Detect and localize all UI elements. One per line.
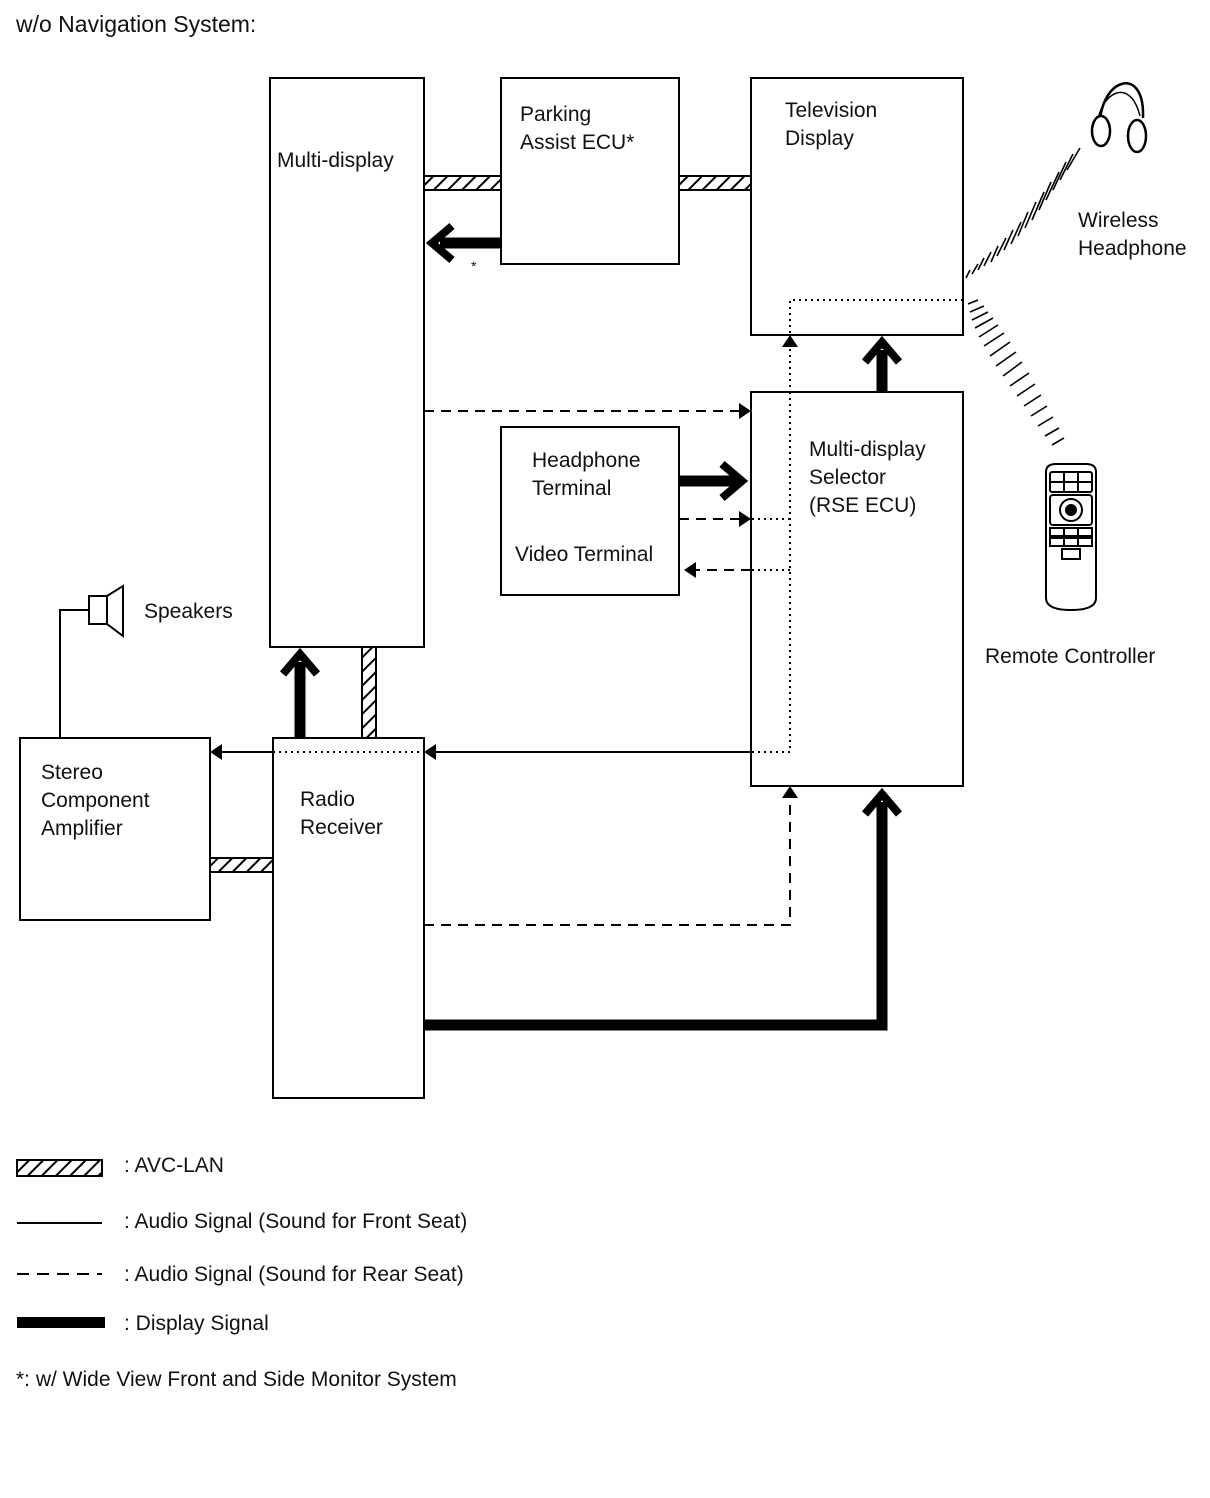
audio-rear-video-terminal-arrowhead — [684, 562, 696, 578]
parking-assist-ecu-label: Parking Assist ECU* — [520, 103, 635, 154]
legend-label-display: : Display Signal — [124, 1312, 269, 1335]
remote-controller-icon — [1045, 463, 1097, 612]
wireless-waves-headphone — [965, 147, 1081, 279]
television-display-box — [750, 77, 964, 336]
avc-lan-bus-parking-tv — [678, 175, 752, 191]
wireless-waves-remote — [967, 299, 1065, 446]
video-terminal-label: Video Terminal — [515, 543, 654, 566]
audio-rear-headphone-arrowhead — [739, 511, 751, 527]
avc-lan-bus-multidisplay-radio — [361, 646, 377, 739]
avc-lan-bus-multidisplay-parking — [423, 175, 502, 191]
audio-rear-selector-tv-arrowhead — [782, 335, 798, 347]
display-signal-radio-to-selector — [424, 802, 888, 1031]
headphone-terminal-label: Headphone Terminal — [532, 449, 641, 500]
audio-rear-multidisplay-arrowhead — [739, 403, 751, 419]
footnote: *: w/ Wide View Front and Side Monitor S… — [16, 1368, 457, 1391]
legend-swatch-display — [17, 1317, 105, 1328]
audio-rear-radio-to-selector — [424, 796, 791, 926]
audio-front-radio-arrowhead — [424, 744, 436, 760]
avc-lan-bus-amplifier-radio — [209, 857, 274, 873]
headphone-icon — [1090, 82, 1148, 154]
legend-label-audio-rear: : Audio Signal (Sound for Rear Seat) — [124, 1263, 464, 1286]
stereo-amplifier-label: Stereo Component Amplifier — [41, 761, 150, 840]
speakers-label: Speakers — [144, 600, 233, 623]
multi-display-selector-label: Multi-display Selector (RSE ECU) — [809, 438, 926, 517]
display-signal-selector-tv-arrowhead — [861, 335, 903, 365]
audio-rear-radio-selector-arrowhead — [782, 786, 798, 798]
display-signal-headphone-arrowhead — [719, 460, 749, 502]
asterisk-mark: * — [471, 258, 477, 274]
radio-receiver-label: Radio Receiver — [300, 788, 383, 839]
multi-display-box — [269, 77, 425, 648]
multi-display-selector-box — [750, 391, 964, 787]
remote-controller-label: Remote Controller — [985, 645, 1156, 668]
page-title: w/o Navigation System: — [16, 11, 257, 37]
internal-route-tv-to-selector — [789, 299, 963, 392]
legend-swatch-avc-lan — [16, 1159, 103, 1177]
audio-front-amplifier-to-speaker — [59, 609, 89, 738]
display-signal-parking-arrowhead — [425, 222, 455, 264]
legend-label-avc-lan: : AVC-LAN — [124, 1154, 224, 1177]
audio-front-amplifier-arrowhead — [210, 744, 222, 760]
display-signal-radio-selector-arrowhead — [861, 787, 903, 817]
television-display-label: Television Display — [785, 99, 878, 150]
legend-label-audio-front: : Audio Signal (Sound for Front Seat) — [124, 1210, 468, 1233]
radio-receiver-box — [272, 737, 425, 1099]
stereo-amplifier-box — [19, 737, 211, 921]
wireless-headphone-label: Wireless Headphone — [1078, 209, 1187, 260]
headphone-video-terminal-box — [500, 426, 680, 596]
speaker-icon — [88, 584, 124, 638]
display-signal-radio-multidisplay-arrowhead — [279, 647, 321, 677]
parking-assist-ecu-box — [500, 77, 680, 265]
multi-display-label: Multi-display — [277, 149, 394, 172]
